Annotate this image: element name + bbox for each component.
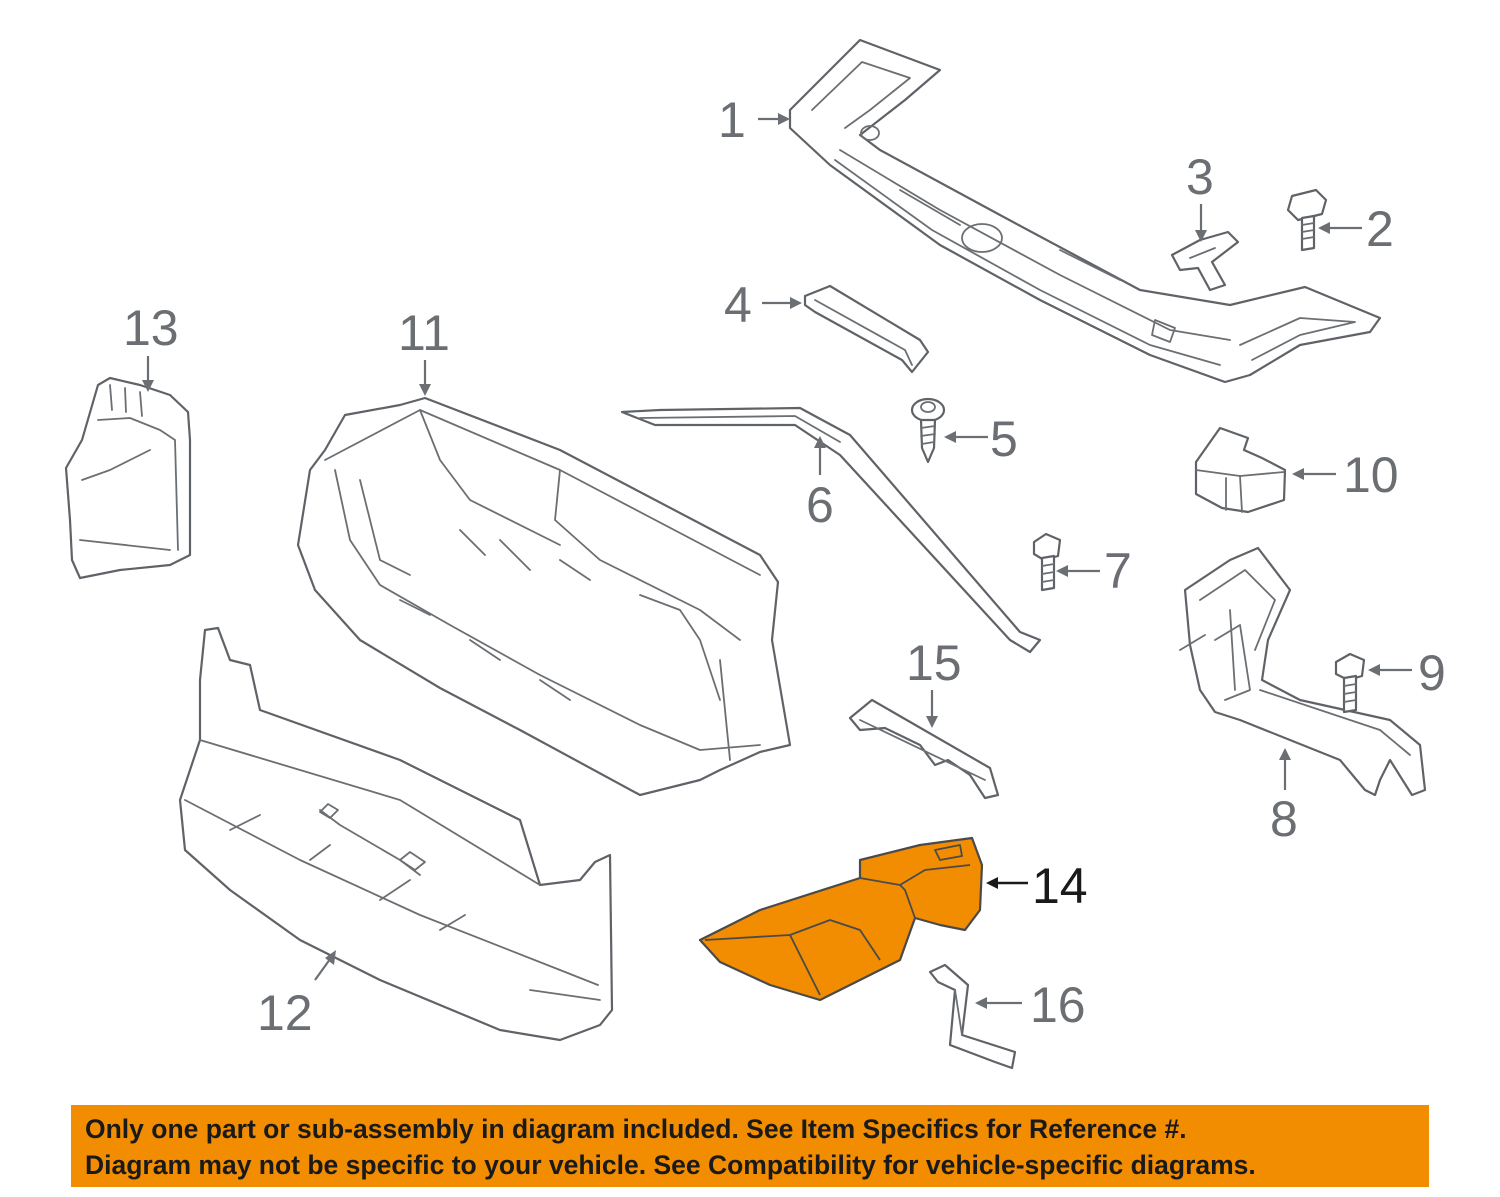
leader-15 bbox=[926, 690, 938, 728]
callout-10: 10 bbox=[1343, 447, 1399, 503]
callout-3: 3 bbox=[1186, 149, 1214, 205]
part-6-brace bbox=[620, 406, 1042, 654]
part-15-bracket bbox=[848, 698, 1000, 800]
leader-16 bbox=[975, 997, 1022, 1009]
part-10-clip bbox=[1194, 426, 1287, 514]
callout-1: 1 bbox=[718, 92, 746, 148]
part-11-air-duct bbox=[296, 396, 792, 797]
callout-5: 5 bbox=[990, 411, 1018, 467]
part-5-screw bbox=[910, 397, 946, 464]
part-3-bracket bbox=[1170, 230, 1240, 292]
part-4-bracket bbox=[803, 284, 930, 374]
disclaimer-line-1: Only one part or sub-assembly in diagram… bbox=[85, 1114, 1187, 1144]
leader-1 bbox=[758, 113, 790, 125]
leader-11 bbox=[419, 360, 431, 396]
callout-9: 9 bbox=[1418, 645, 1446, 701]
parts-diagram: 1 2 3 4 5 bbox=[64, 38, 1446, 1070]
leader-3 bbox=[1195, 204, 1207, 242]
callout-2: 2 bbox=[1366, 201, 1394, 257]
leader-8 bbox=[1279, 748, 1291, 790]
part-7-bolt bbox=[1032, 532, 1062, 592]
leader-13 bbox=[142, 356, 154, 392]
part-9-bolt bbox=[1334, 652, 1366, 714]
leader-10 bbox=[1292, 468, 1336, 480]
callout-7: 7 bbox=[1104, 543, 1132, 599]
leader-6 bbox=[814, 436, 826, 475]
callout-4: 4 bbox=[724, 277, 752, 333]
part-14-air-duct-highlighted bbox=[698, 836, 984, 1002]
leader-14 bbox=[986, 877, 1028, 889]
callout-11: 11 bbox=[398, 305, 450, 361]
part-13-side-guide bbox=[64, 376, 192, 580]
callout-12: 12 bbox=[257, 985, 313, 1041]
leader-7 bbox=[1056, 565, 1100, 577]
part-16-strap bbox=[928, 963, 1017, 1070]
disclaimer-line-2: Diagram may not be specific to your vehi… bbox=[85, 1150, 1256, 1180]
leader-12 bbox=[314, 950, 336, 981]
callout-15: 15 bbox=[906, 635, 962, 691]
leader-4 bbox=[762, 297, 802, 309]
part-8-side-bracket bbox=[1179, 546, 1427, 797]
callout-13: 13 bbox=[123, 300, 179, 356]
callout-16: 16 bbox=[1030, 977, 1086, 1033]
leader-9 bbox=[1368, 664, 1412, 676]
disclaimer-banner: Only one part or sub-assembly in diagram… bbox=[71, 1105, 1429, 1187]
leader-5 bbox=[944, 431, 988, 443]
leader-2 bbox=[1318, 222, 1362, 234]
callout-8: 8 bbox=[1270, 791, 1298, 847]
callout-6: 6 bbox=[806, 477, 834, 533]
part-12-lower-deflector bbox=[178, 626, 614, 1042]
part-2-bolt bbox=[1286, 188, 1328, 252]
callout-14: 14 bbox=[1032, 858, 1088, 914]
part-1-upper-crossmember bbox=[788, 38, 1382, 384]
